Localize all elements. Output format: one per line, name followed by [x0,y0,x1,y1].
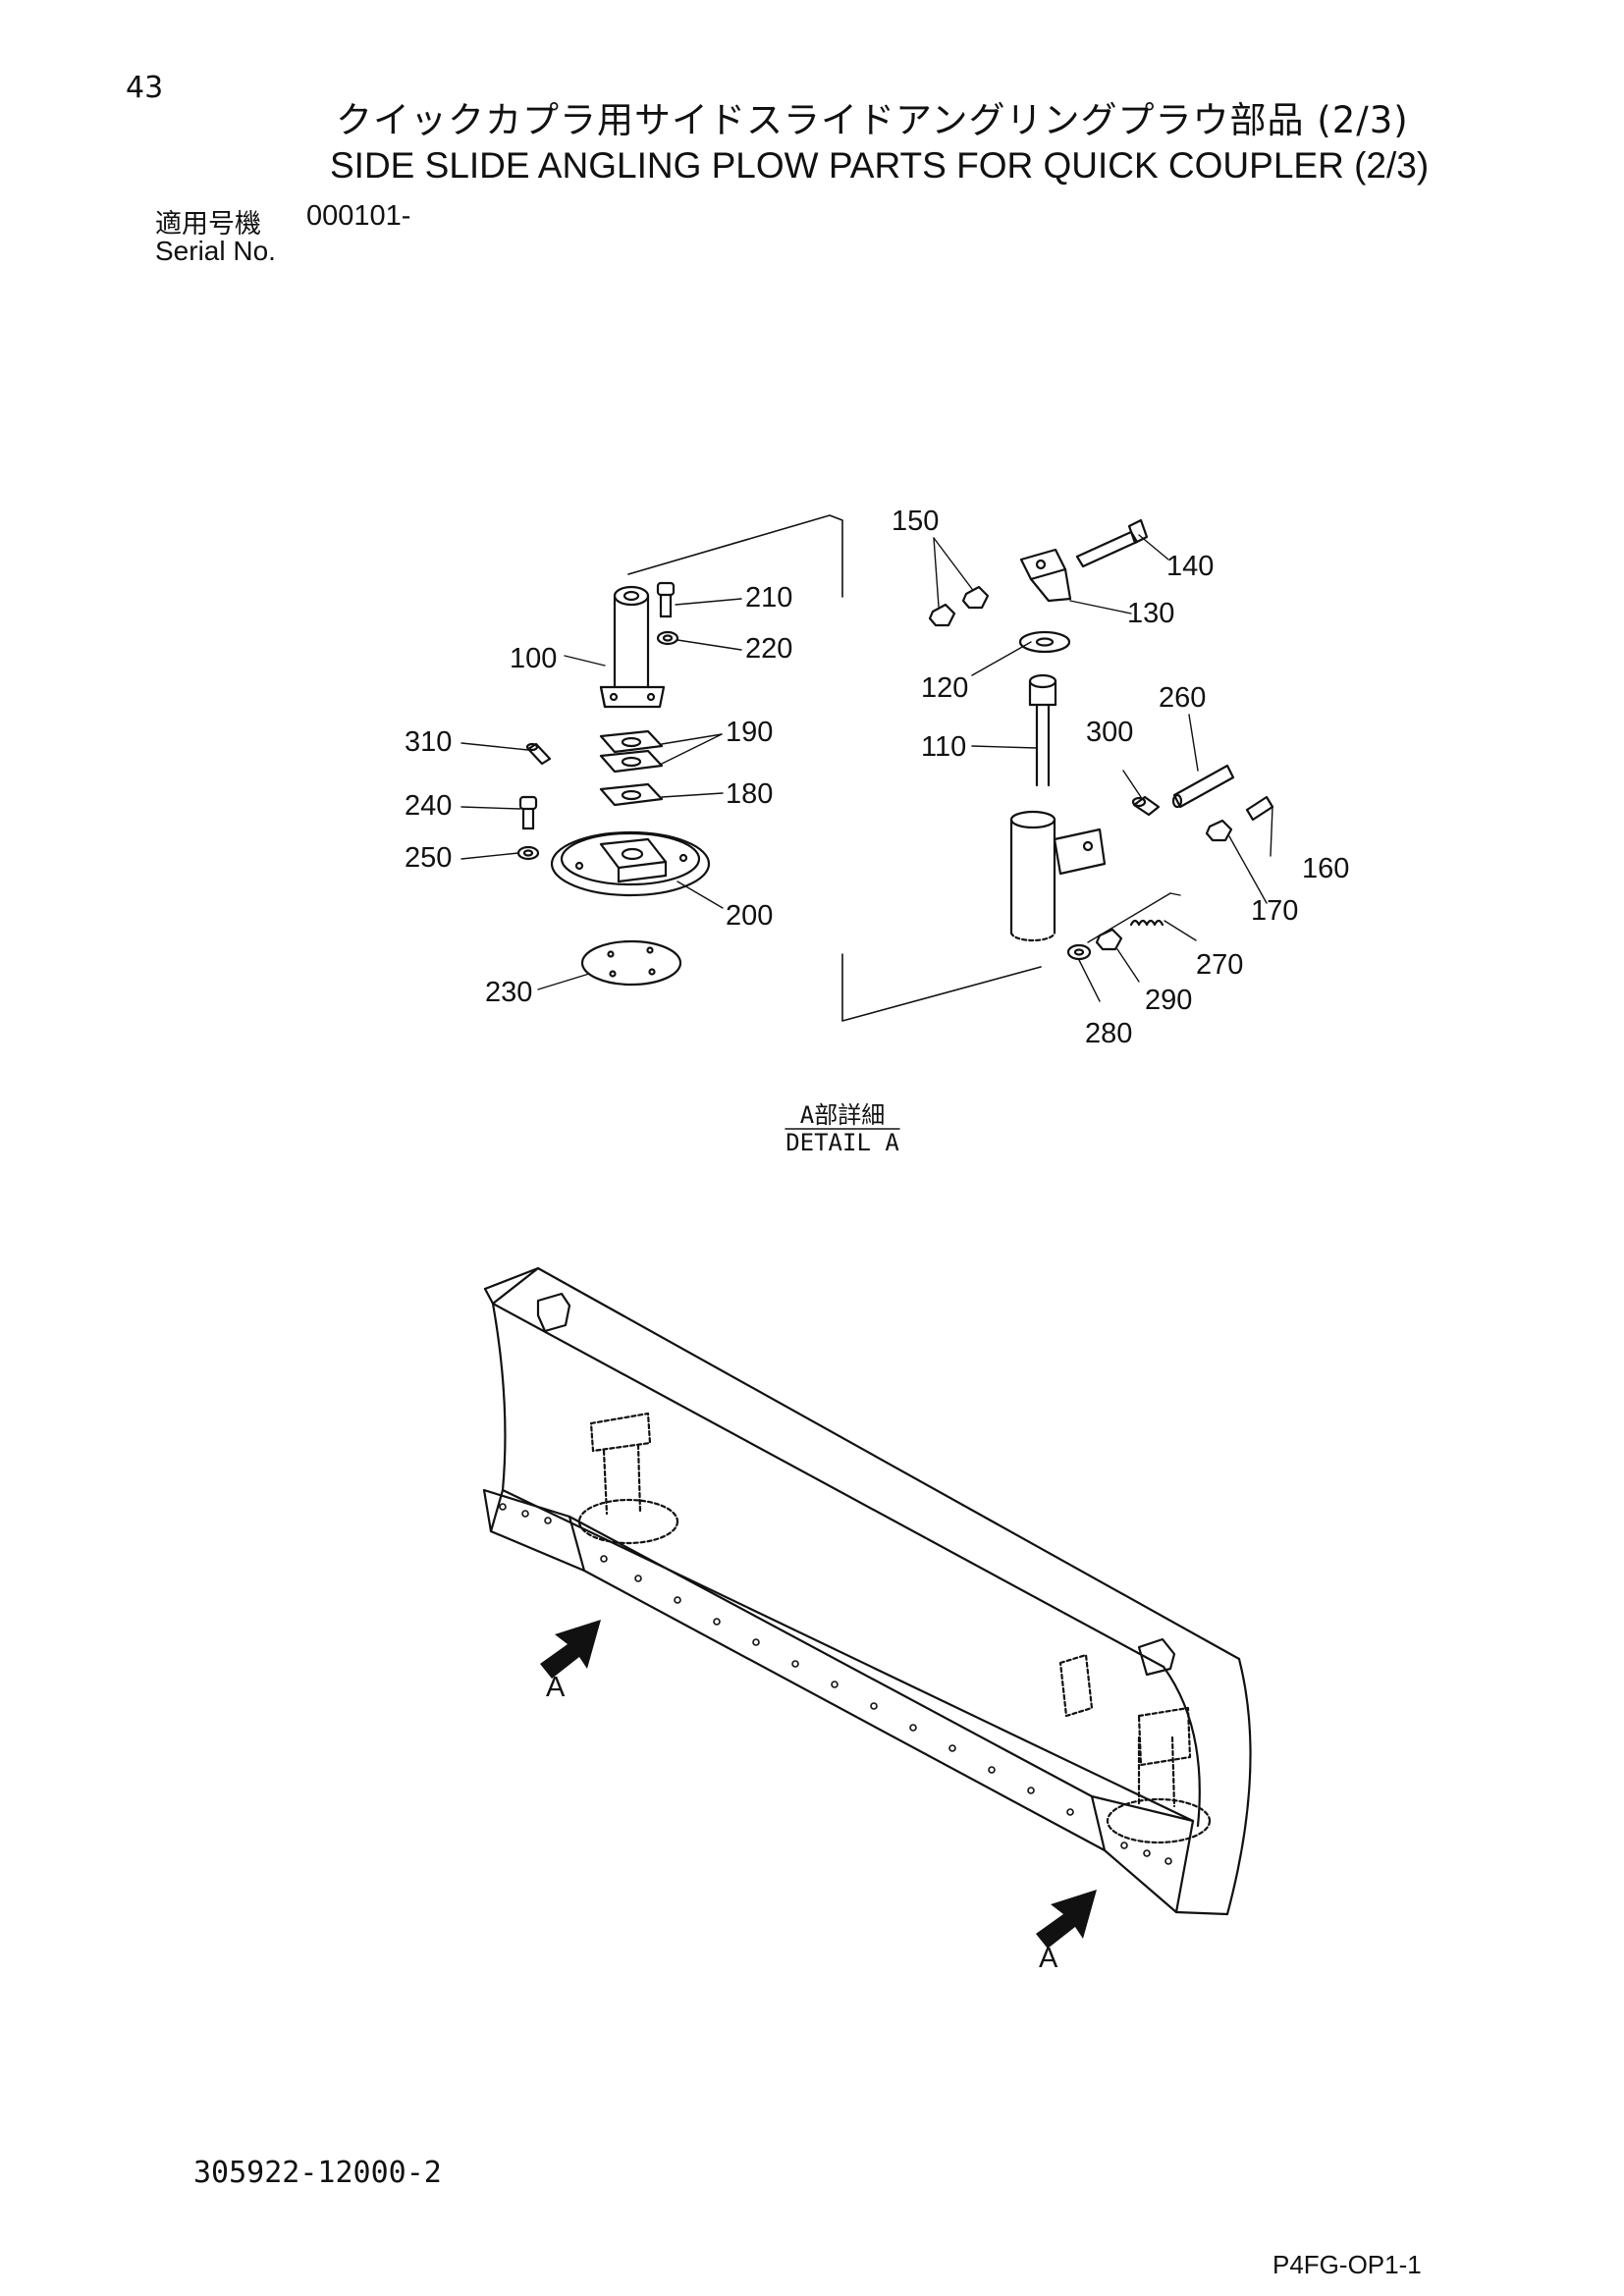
part-220-spring-washer [656,630,679,646]
callout-240: 240 [405,790,452,822]
callout-270: 270 [1196,949,1243,981]
plow-blade [482,1266,1252,1916]
document-number: 305922-12000-2 [193,2156,442,2190]
callout-200: 200 [726,900,773,932]
view-arrow-right [1036,1890,1097,1949]
callout-150: 150 [892,506,939,537]
callout-170: 170 [1251,895,1298,927]
part-100-pin-tube [599,585,666,709]
part-240-bolt [518,795,538,830]
title-english: SIDE SLIDE ANGLING PLOW PARTS FOR QUICK … [330,145,1430,186]
callout-numbers: 210 220 100 190 180 200 310 240 250 230 … [405,506,1349,1049]
detail-a-label: A部詳細 DETAIL A [785,1101,899,1156]
part-110-adjusting-screw [1028,673,1057,787]
part-230-cover-plate [580,939,682,987]
view-arrow-right-label: A [1039,1943,1058,1974]
callout-100: 100 [510,643,557,674]
part-190-shims [599,729,664,774]
callout-230: 230 [485,977,532,1008]
part-290-nut [1095,928,1123,951]
callout-110: 110 [921,731,966,763]
callout-130: 130 [1127,598,1174,629]
serial-label-english: Serial No. [155,236,276,266]
callout-180: 180 [726,778,773,810]
callout-260: 260 [1159,682,1206,714]
callout-290: 290 [1145,985,1192,1016]
callout-220: 220 [745,633,792,665]
title-japanese: クイックカプラ用サイドスライドアングリングプラウ部品 (2/3) [336,99,1409,141]
part-160-grease-fitting [1245,795,1274,822]
callout-300: 300 [1086,717,1133,748]
page-number: 43 [126,71,164,105]
part-260-pin [1171,764,1235,809]
part-main-tube [1009,810,1107,942]
callout-160: 160 [1302,853,1349,884]
page-code: P4FG-OP1-1 [1272,2250,1422,2279]
leader-lines [460,534,1273,1002]
part-270-spring [1129,919,1164,927]
part-130-bracket [1019,548,1072,603]
part-200-disc-plate [550,830,711,897]
part-250-spring-washer [516,845,540,861]
callout-310: 310 [405,726,452,758]
exploded-view-frame [627,514,1042,1022]
callout-190: 190 [726,717,773,748]
callout-120: 120 [921,672,968,704]
part-180-shim [599,782,664,807]
cutting-edge-bolt-holes [499,1503,1172,1865]
detail-label-english: DETAIL A [785,1129,899,1156]
serial-label-japanese: 適用号機 [155,209,261,240]
part-210-bolt [656,581,676,618]
view-arrow-left-label: A [546,1672,566,1703]
part-280-washer [1066,943,1092,961]
part-310-grease-fitting [525,742,552,766]
part-150-nuts [928,585,990,627]
part-120-washer [1018,630,1071,654]
callout-140: 140 [1166,551,1214,582]
part-140-bolt [1075,518,1149,568]
callout-280: 280 [1085,1018,1132,1049]
callout-250: 250 [405,842,452,874]
serial-number-value: 000101- [306,200,411,232]
view-arrow-left [540,1620,601,1679]
callout-210: 210 [745,582,792,614]
detail-label-japanese: A部詳細 [800,1101,885,1129]
part-300-pin [1131,795,1161,817]
part-170-nut [1205,819,1233,842]
